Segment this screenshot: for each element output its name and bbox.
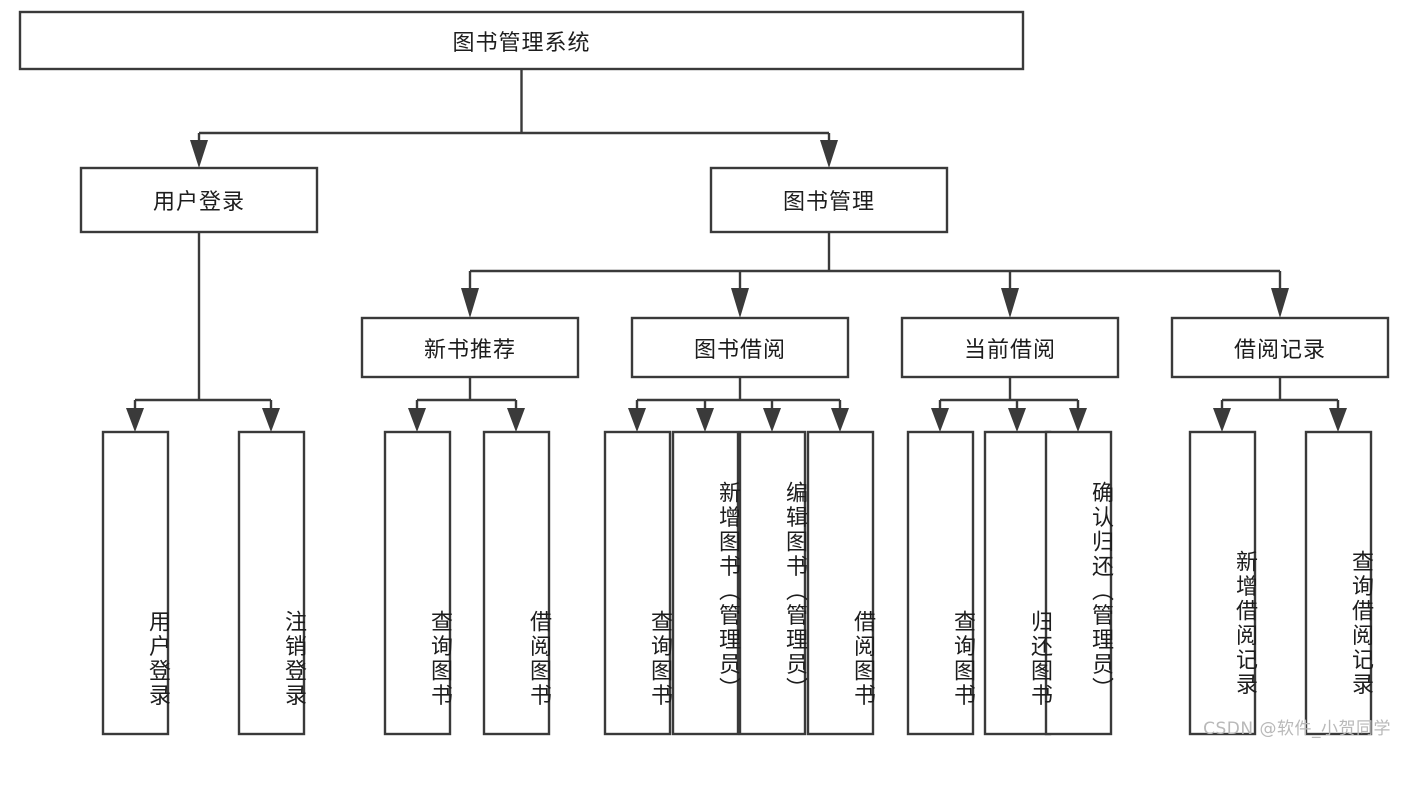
node-box-current-borrow[interactable] — [900, 316, 1120, 379]
arrow-to-leaf-borrow-book-rec — [507, 408, 525, 432]
arrow-to-new-book-recommend — [461, 288, 479, 318]
arrow-to-leaf-borrow-book — [831, 408, 849, 432]
connector-group-userlogin-to-leaves — [126, 232, 280, 432]
node-box-book-management[interactable] — [709, 166, 949, 234]
node-box-borrow-record[interactable] — [1170, 316, 1390, 379]
arrow-to-current-borrow — [1001, 288, 1019, 318]
diagram-svg — [18, 10, 1390, 736]
connector-group-bookborrow-to-leaves — [628, 377, 849, 432]
node-box-leaf-logout[interactable] — [237, 430, 306, 736]
node-box-leaf-query-book-rec[interactable] — [383, 430, 452, 736]
arrow-to-leaf-confirm-return — [1069, 408, 1087, 432]
connector-group-borrowrecord-to-leaves — [1213, 377, 1347, 432]
arrow-to-leaf-return-book — [1008, 408, 1026, 432]
diagram-canvas: 图书管理系统 用户登录 图书管理 新书推荐 图书借阅 当前借阅 借阅记录 用户登… — [18, 10, 1391, 739]
arrow-to-leaf-edit-book — [763, 408, 781, 432]
node-box-leaf-confirm-return[interactable] — [1044, 430, 1113, 736]
arrow-to-leaf-query-book-bor — [628, 408, 646, 432]
node-box-leaf-query-book-cur[interactable] — [906, 430, 975, 736]
node-box-leaf-query-record[interactable] — [1304, 430, 1373, 736]
node-box-root[interactable] — [18, 10, 1025, 71]
node-box-user-login[interactable] — [79, 166, 319, 234]
arrow-to-leaf-user-login — [126, 408, 144, 432]
node-box-new-book-recommend[interactable] — [360, 316, 580, 379]
arrow-to-user-login — [190, 140, 208, 168]
node-box-leaf-add-book[interactable] — [671, 430, 740, 736]
node-box-leaf-query-book-bor[interactable] — [603, 430, 672, 736]
connector-group-currentborrow-to-leaves — [931, 377, 1087, 432]
node-box-leaf-return-book[interactable] — [983, 430, 1052, 736]
arrow-to-leaf-add-record — [1213, 408, 1231, 432]
connector-group-root-to-level2 — [190, 69, 838, 168]
arrow-to-leaf-add-book — [696, 408, 714, 432]
node-box-leaf-borrow-book-rec[interactable] — [482, 430, 551, 736]
node-box-book-borrow[interactable] — [630, 316, 850, 379]
arrow-to-leaf-logout — [262, 408, 280, 432]
arrow-to-leaf-query-book-cur — [931, 408, 949, 432]
arrow-to-leaf-query-book-rec — [408, 408, 426, 432]
arrow-to-book-borrow — [731, 288, 749, 318]
csdn-watermark: CSDN @软件_小贺同学 — [1203, 719, 1391, 739]
node-box-leaf-user-login[interactable] — [101, 430, 170, 736]
connector-group-newbook-to-leaves — [408, 377, 525, 432]
arrow-to-leaf-query-record — [1329, 408, 1347, 432]
node-box-leaf-borrow-book[interactable] — [806, 430, 875, 736]
arrow-to-borrow-record — [1271, 288, 1289, 318]
node-box-leaf-edit-book[interactable] — [738, 430, 807, 736]
node-box-leaf-add-record[interactable] — [1188, 430, 1257, 736]
connector-group-bookmgmt-to-level3 — [461, 232, 1289, 318]
arrow-to-book-management — [820, 140, 838, 168]
